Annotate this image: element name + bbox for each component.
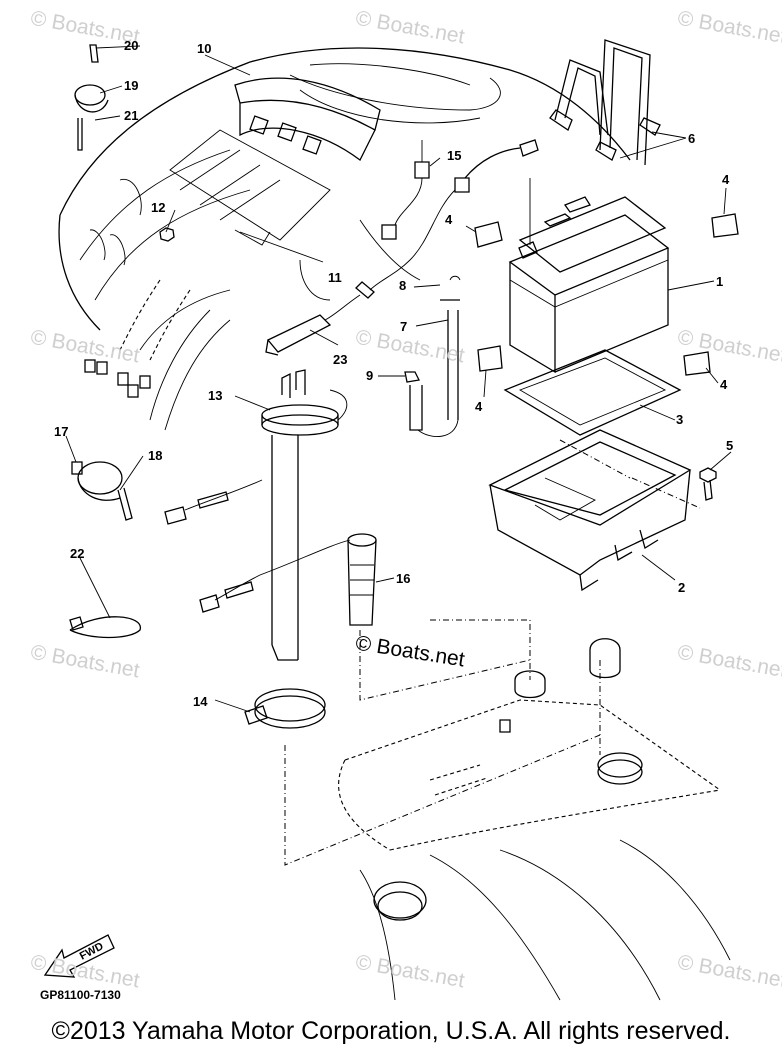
sensor-16 (199, 533, 377, 626)
battery-mat (503, 349, 682, 436)
callout-1: 1 (716, 274, 724, 289)
breather-tube (404, 275, 461, 437)
callout-5: 5 (726, 438, 734, 453)
callout-15: 15 (447, 148, 462, 163)
cable-tie (69, 616, 141, 639)
callout-13: 13 (208, 388, 223, 403)
callout-20: 20 (124, 38, 139, 53)
battery-case (488, 429, 692, 592)
copyright-notice: ©2013 Yamaha Motor Corporation, U.S.A. A… (51, 1017, 731, 1045)
callout-4: 4 (445, 212, 453, 227)
bolt-5 (699, 467, 717, 501)
leader-lines (65, 45, 732, 713)
callout-14: 14 (193, 694, 208, 709)
meter-assembly (169, 77, 381, 246)
fuel-sender (164, 369, 348, 661)
wiring-15-23 (265, 139, 539, 356)
callout-3: 3 (676, 412, 684, 427)
callout-23: 23 (333, 352, 348, 367)
callout-2: 2 (678, 580, 686, 595)
callout-9: 9 (366, 368, 374, 383)
pads (474, 213, 739, 376)
callout-7: 7 (400, 319, 408, 334)
callout-16: 16 (396, 571, 411, 586)
callout-19: 19 (124, 78, 139, 93)
callout-10: 10 (197, 41, 212, 56)
parts-diagram: FWD (43, 39, 739, 1001)
callout-18: 18 (148, 448, 163, 463)
callout-11: 11 (328, 270, 342, 285)
callout-12: 12 (151, 200, 166, 215)
hose-clamp (244, 688, 326, 729)
callout-4: 4 (720, 377, 728, 392)
nut-12 (159, 227, 175, 242)
callout-6: 6 (688, 131, 696, 146)
callout-17: 17 (54, 424, 69, 439)
callout-4: 4 (475, 399, 483, 414)
hull-lower-outline (338, 638, 731, 1001)
callout-21: 21 (124, 108, 139, 123)
callout-22: 22 (70, 546, 85, 561)
fwd-arrow-icon (43, 934, 115, 978)
hull-upper-outline (58, 47, 631, 431)
phantom-lines (284, 439, 701, 866)
battery (508, 178, 670, 374)
battery-bands (549, 39, 661, 166)
clamp-band (71, 461, 133, 521)
figure-code: GP81100-7130 (40, 988, 121, 1002)
callout-4: 4 (722, 172, 730, 187)
left-connectors (84, 279, 191, 398)
fitting-19-21 (74, 44, 109, 151)
callout-8: 8 (399, 278, 407, 293)
